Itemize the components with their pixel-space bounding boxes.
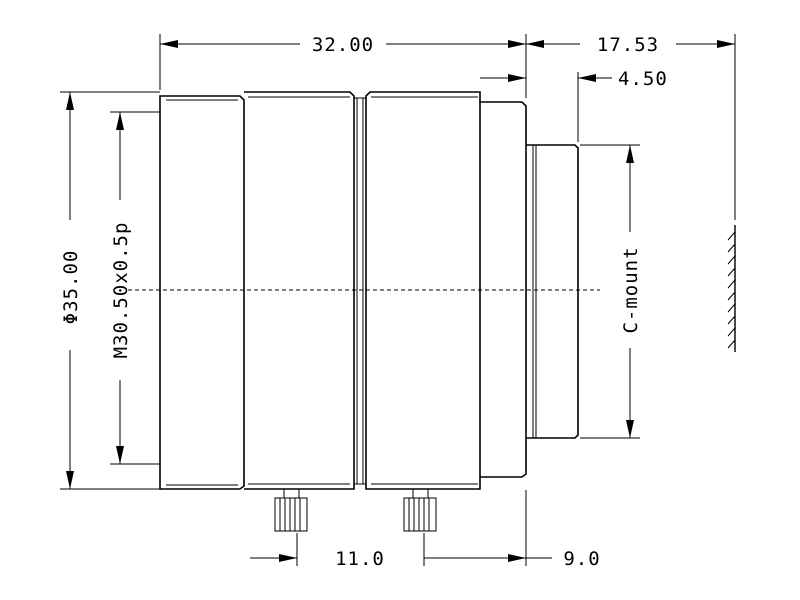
focal-plane-hatch <box>727 231 736 349</box>
locking-screw-1 <box>274 488 308 532</box>
back-focal-label: 17.53 <box>597 34 659 56</box>
screw-1-label: 11.0 <box>335 548 385 570</box>
dim-c-mount: C-mount <box>580 144 642 439</box>
overall-length-label: 32.00 <box>312 34 374 56</box>
lens-body <box>128 91 736 490</box>
dim-filter-thread: M30.50x0.5p <box>110 111 160 465</box>
dim-overall-length: 32.00 <box>159 34 527 98</box>
dim-screw-2: 9.0 <box>423 490 600 570</box>
locking-screw-2 <box>403 488 437 532</box>
diameter-label: Φ35.00 <box>60 250 82 325</box>
dim-back-focal: 17.53 <box>526 34 736 220</box>
filter-thread-label: M30.50x0.5p <box>110 222 132 359</box>
screw-2-label: 9.0 <box>563 548 600 570</box>
mount-length-label: 4.50 <box>618 68 668 90</box>
dim-screw-1: 11.0 <box>250 533 385 570</box>
dim-mount-length: 4.50 <box>480 68 668 142</box>
c-mount-label: C-mount <box>620 246 642 333</box>
dim-diameter: Φ35.00 <box>60 91 160 490</box>
